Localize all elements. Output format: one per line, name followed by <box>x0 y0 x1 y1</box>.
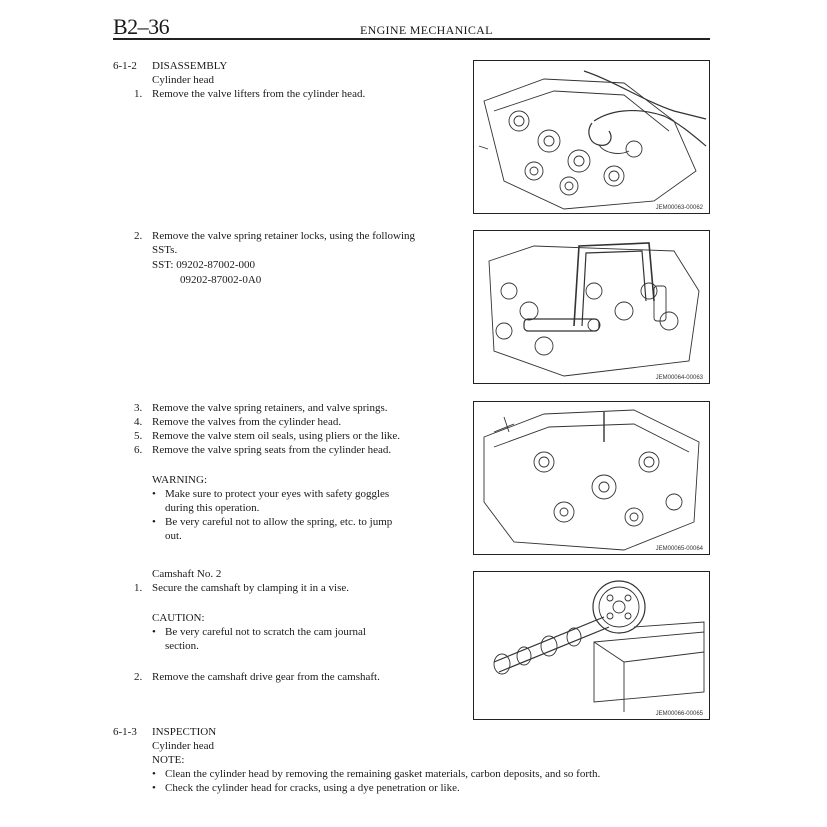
bullet: • <box>152 488 156 500</box>
step-number: 5. <box>134 430 143 442</box>
note-text: Check the cylinder head for cracks, usin… <box>165 782 460 794</box>
figure-caption: JEM00063-00062 <box>655 205 703 211</box>
warning-text: Make sure to protect your eyes with safe… <box>165 488 390 500</box>
step-number: 1. <box>134 582 143 594</box>
step-number: 3. <box>134 402 143 414</box>
warning-text: Be very careful not to allow the spring,… <box>165 516 393 528</box>
figure-valve-lifter-removal: JEM00063-00062 <box>473 60 710 214</box>
figure-caption: JEM00065-00064 <box>655 546 703 552</box>
sst-number: 09202-87002-0A0 <box>180 274 262 286</box>
header-rule <box>113 38 710 40</box>
bullet: • <box>152 516 156 528</box>
figure-valve-removal: JEM00065-00064 <box>473 401 710 555</box>
warning-title: WARNING: <box>152 474 207 486</box>
subject-camshaft: Camshaft No. 2 <box>152 568 222 580</box>
step-number: 4. <box>134 416 143 428</box>
step-number: 2. <box>134 230 143 242</box>
section-number-disassembly: 6-1-2 <box>113 60 137 72</box>
figure-caption: JEM00064-00063 <box>655 375 703 381</box>
bullet: • <box>152 782 156 794</box>
section-number-inspection: 6-1-3 <box>113 726 137 738</box>
caution-text: Be very careful not to scratch the cam j… <box>165 626 366 638</box>
step-number: 2. <box>134 671 143 683</box>
subject-cylinder-head: Cylinder head <box>152 740 215 752</box>
step-text: Remove the valves from the cylinder head… <box>152 416 342 428</box>
sst-tool-illustration <box>488 242 700 377</box>
note-title: NOTE: <box>152 754 185 766</box>
figure-camshaft-in-vise: JEM00066-00065 <box>473 571 710 720</box>
page-number: B2–36 <box>113 14 170 39</box>
caution-text: section. <box>165 640 199 652</box>
section-title-inspection: INSPECTION <box>152 726 217 738</box>
step-number: 6. <box>134 444 143 456</box>
caution-title: CAUTION: <box>152 612 205 624</box>
step-number: 1. <box>134 88 143 100</box>
bullet: • <box>152 626 156 638</box>
figure-spring-retainer-lock-removal: JEM00064-00063 <box>473 230 710 384</box>
step-text: Remove the valve spring retainers, and v… <box>152 402 388 414</box>
chapter-title: ENGINE MECHANICAL <box>360 23 493 37</box>
step-text: Remove the camshaft drive gear from the … <box>152 671 380 683</box>
camshaft-vise-illustration <box>493 580 705 712</box>
figure-caption: JEM00066-00065 <box>655 711 703 717</box>
section-title-disassembly: DISASSEMBLY <box>152 60 228 72</box>
warning-text: out. <box>165 530 182 542</box>
step-text: Remove the valve spring seats from the c… <box>152 444 392 456</box>
sst-number: SST: 09202-87002-000 <box>152 259 256 271</box>
step-text: Remove the valve spring retainer locks, … <box>152 230 416 242</box>
warning-text: during this operation. <box>165 502 260 514</box>
cylinder-head-illustration <box>478 70 707 210</box>
step-text: Remove the valve lifters from the cylind… <box>152 88 366 100</box>
cylinder-head-illustration <box>483 409 700 551</box>
step-text: SSTs. <box>152 244 178 256</box>
step-text: Remove the valve stem oil seals, using p… <box>152 430 401 442</box>
bullet: • <box>152 768 156 780</box>
note-text: Clean the cylinder head by removing the … <box>165 768 601 780</box>
subject-cylinder-head: Cylinder head <box>152 74 215 86</box>
step-text: Secure the camshaft by clamping it in a … <box>152 582 350 594</box>
